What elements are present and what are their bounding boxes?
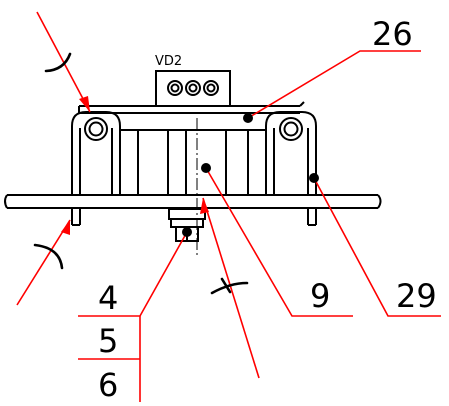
attachment-dots xyxy=(182,113,319,237)
connector-pin xyxy=(167,80,183,96)
bead-26 xyxy=(243,113,253,123)
right-pivot-outer xyxy=(279,117,303,141)
callout-29: 29 xyxy=(396,277,437,315)
callout-9: 9 xyxy=(310,277,330,315)
callout-6: 6 xyxy=(98,366,118,404)
section-hook-center xyxy=(210,281,249,295)
left-bracket xyxy=(71,111,121,226)
top-cover-plate xyxy=(78,101,305,114)
left-pivot-inner xyxy=(88,121,104,137)
connector-vd2: VD2 xyxy=(155,54,231,107)
left-pivot-outer xyxy=(84,117,108,141)
bead-9 xyxy=(201,163,211,173)
component-label: VD2 xyxy=(155,54,182,69)
right-bracket xyxy=(265,111,317,226)
leader-lines xyxy=(16,11,441,402)
arrowhead xyxy=(61,220,70,235)
callout-26: 26 xyxy=(372,15,413,53)
arrowhead xyxy=(79,96,90,112)
connector-pin xyxy=(203,80,219,96)
section-hooks xyxy=(33,52,249,295)
inner-body xyxy=(120,129,266,196)
arrowheads xyxy=(61,96,209,235)
section-hook-bottom xyxy=(33,243,64,270)
callout-4: 4 xyxy=(98,279,118,317)
connector-pin xyxy=(185,80,201,96)
bead-screw xyxy=(182,227,192,237)
bead-29 xyxy=(309,173,319,183)
right-pivot-inner xyxy=(283,121,299,137)
arrowhead xyxy=(200,198,209,214)
callout-5: 5 xyxy=(98,322,118,360)
section-hook-top xyxy=(44,52,72,73)
